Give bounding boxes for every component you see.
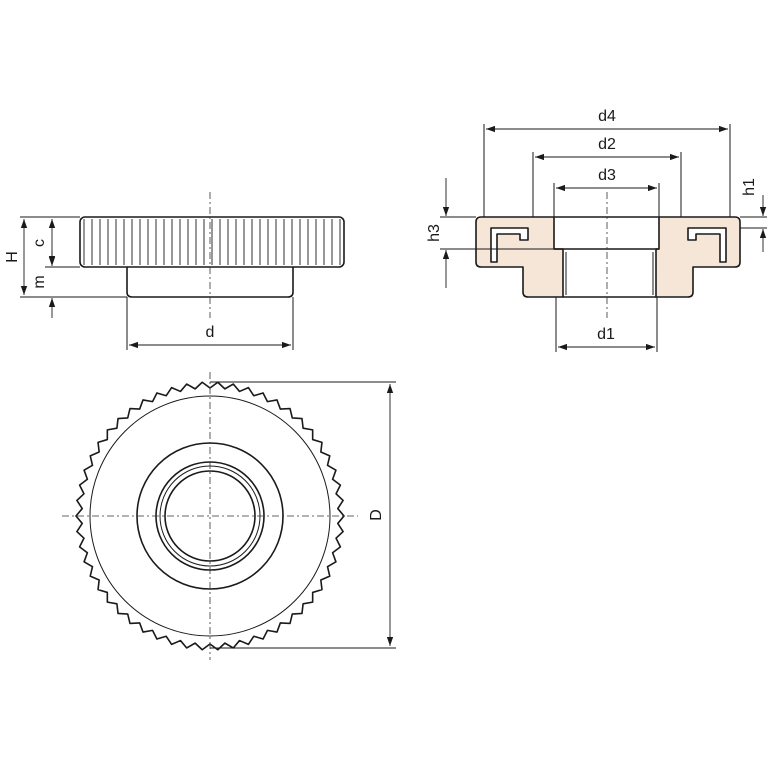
label-d4: d4 bbox=[598, 108, 616, 125]
label-d: d bbox=[206, 324, 215, 341]
bore-inner-circle bbox=[164, 470, 256, 562]
label-m: m bbox=[31, 275, 48, 288]
label-c: c bbox=[31, 239, 48, 247]
label-h1: h1 bbox=[741, 178, 758, 196]
top-view: D bbox=[62, 372, 396, 660]
label-h3: h3 bbox=[426, 224, 443, 242]
label-d2: d2 bbox=[598, 136, 616, 153]
section-left bbox=[475, 216, 564, 298]
knurled-head bbox=[79, 216, 345, 268]
label-d3: d3 bbox=[598, 167, 616, 184]
label-H: H bbox=[4, 251, 21, 263]
section-view: d4 d2 d3 h1 h3 d1 bbox=[426, 108, 767, 352]
knurl-ridges bbox=[83, 219, 341, 265]
inner-rim-circle bbox=[89, 395, 331, 637]
knurled-rim bbox=[75, 381, 345, 651]
side-view: H c m d bbox=[4, 192, 345, 350]
label-d1: d1 bbox=[597, 326, 615, 343]
label-D: D bbox=[368, 509, 385, 521]
section-right bbox=[655, 216, 741, 298]
